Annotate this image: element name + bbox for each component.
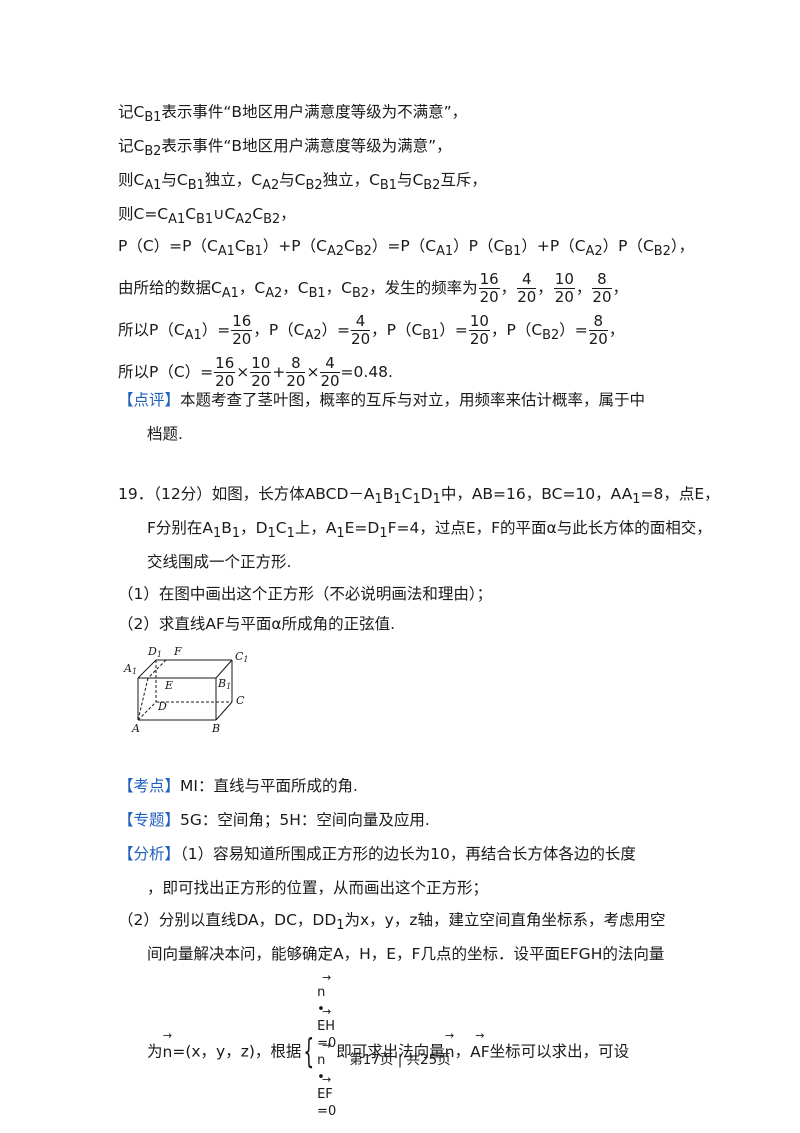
kaodian-line: 【考点】MI：直线与平面所成的角. xyxy=(118,776,358,796)
question-19-part-2: （2）求直线AF与平面α所成角的正弦值. xyxy=(118,615,396,633)
review-line-2: 档题. xyxy=(147,425,183,443)
fenxi-tag: 【分析】 xyxy=(118,845,181,863)
solution-line-1: 记CB1表示事件“B地区用户满意度等级为不满意”， xyxy=(118,103,468,126)
review-tag: 【点评】 xyxy=(118,391,181,409)
zhuanti-line: 【专题】5G：空间角；5H：空间向量及应用. xyxy=(118,810,430,830)
question-19-line-1: 19．（12分）如图，长方体ABCD－A1B1C1D1中，AB=16，BC=10… xyxy=(118,485,720,508)
cuboid-figure: A1 D1 F C1 E B1 C D A B xyxy=(123,645,249,735)
review-text-1: 本题考查了茎叶图，概率的互斥与对立，用频率来估计概率，属于中 xyxy=(180,391,646,409)
label-D1: D1 xyxy=(147,645,162,659)
review-line-1: 【点评】本题考查了茎叶图，概率的互斥与对立，用频率来估计概率，属于中 xyxy=(118,390,645,410)
question-19-line-3: 交线围成一个正方形. xyxy=(147,553,292,571)
question-19-part-1: （1）在图中画出这个正方形（不必说明画法和理由）； xyxy=(118,585,493,603)
fenxi-line-3: （2）分别以直线DA，DC，DD1为x，y，z轴，建立空间直角坐标系，考虑用空 xyxy=(118,911,666,934)
label-C1: C1 xyxy=(235,650,249,664)
fenxi-line-5: 为n=(x，y，z)，根据{n•EH=0n•EF=0即可求出法向量n，AF坐标可… xyxy=(147,972,629,1120)
label-C: C xyxy=(236,694,245,707)
kaodian-text: MI：直线与平面所成的角. xyxy=(180,777,358,795)
solution-line-4: 则C=CA1CB1∪CA2CB2， xyxy=(118,205,296,228)
fenxi-line-4: 间向量解决本问，能够确定A，H，E，F几点的坐标．设平面EFGH的法向量 xyxy=(147,945,665,963)
solution-line-2: 记CB2表示事件“B地区用户满意度等级为满意”， xyxy=(118,137,452,160)
zhuanti-text: 5G：空间角；5H：空间向量及应用. xyxy=(180,811,430,829)
solution-line-3: 则CA1与CB1独立，CA2与CB2独立，CB1与CB2互斥， xyxy=(118,171,487,194)
label-E: E xyxy=(164,679,173,692)
label-B1: B1 xyxy=(217,677,231,691)
zhuanti-tag: 【专题】 xyxy=(118,811,181,829)
fenxi-line-1: 【分析】（1）容易知道所围成正方形的边长为10，再结合长方体各边的长度 xyxy=(118,844,636,864)
fenxi-line-2: ，即可找出正方形的位置，从而画出这个正方形； xyxy=(147,879,489,897)
label-D: D xyxy=(157,700,167,713)
label-A1: A1 xyxy=(123,662,137,676)
page-footer: 第17页 | 共25页 xyxy=(349,1052,451,1068)
solution-line-5: P（C）=P（CA1CB1）+P（CA2CB2）=P（CA1）P（CB1）+P（… xyxy=(118,237,695,260)
label-F: F xyxy=(173,645,182,658)
label-B: B xyxy=(211,722,220,735)
label-A: A xyxy=(131,722,140,735)
question-19-line-2: F分别在A1B1，D1C1上，A1E=D1F=4，过点E，F的平面α与此长方体的… xyxy=(147,519,712,542)
kaodian-tag: 【考点】 xyxy=(118,777,181,795)
fenxi-text-1: （1）容易知道所围成正方形的边长为10，再结合长方体各边的长度 xyxy=(180,845,636,863)
